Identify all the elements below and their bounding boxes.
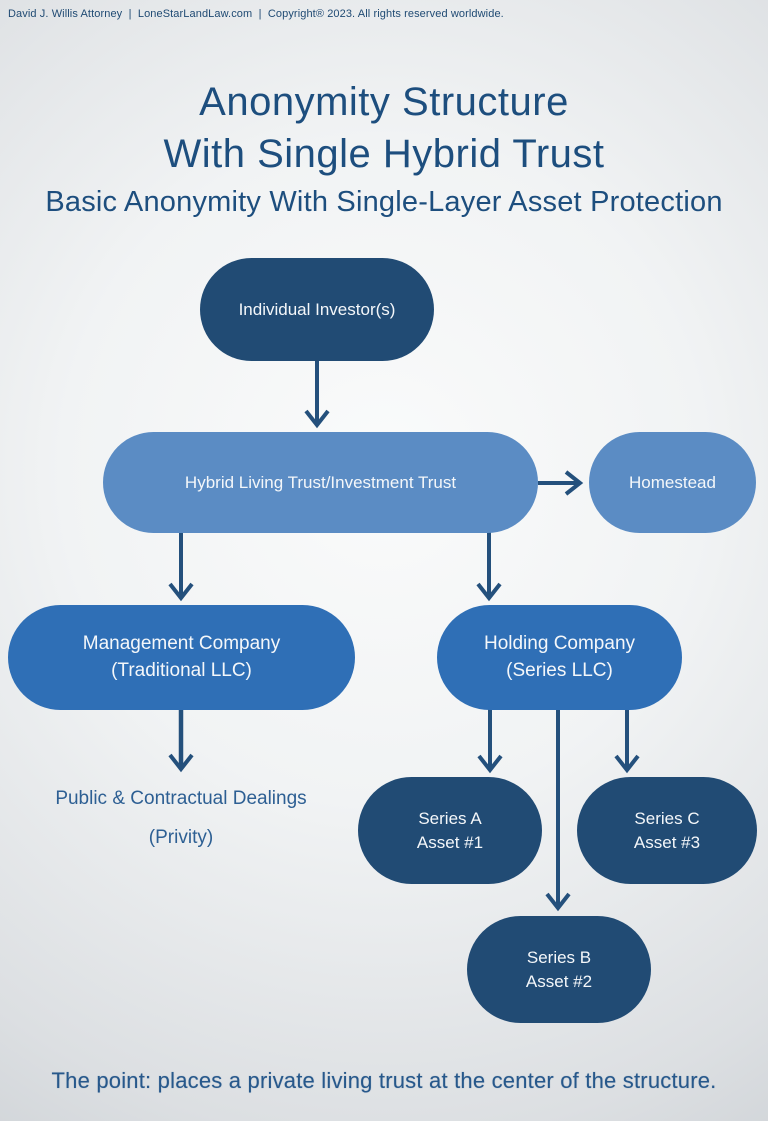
public-dealings-line1: Public & Contractual Dealings — [55, 788, 307, 809]
footer-takeaway: The point: places a private living trust… — [51, 1068, 717, 1093]
public-dealings-line2: (Privity) — [148, 827, 214, 848]
node-management-company-line1: Management Company — [82, 632, 281, 654]
node-hybrid-living-trust: Hybrid Living Trust/Investment Trust — [103, 432, 538, 533]
node-series-b-line2: Asset #2 — [525, 971, 593, 991]
node-series-b-line1: Series B — [526, 947, 592, 967]
title-line-2: With Single Hybrid Trust — [163, 132, 605, 176]
node-homestead-label: Homestead — [629, 472, 716, 492]
node-holding-company: Holding Company (Series LLC) — [437, 605, 682, 710]
copyright-header: David J. Willis Attorney | LoneStarLandL… — [8, 8, 504, 20]
title-line-1: Anonymity Structure — [199, 80, 569, 124]
node-individual-investors-label: Individual Investor(s) — [238, 299, 396, 319]
node-individual-investors: Individual Investor(s) — [200, 258, 434, 361]
page-title: Anonymity Structure With Single Hybrid T… — [0, 76, 768, 180]
page-subtitle: Basic Anonymity With Single-Layer Asset … — [45, 186, 723, 218]
node-series-c: Series C Asset #3 — [577, 777, 757, 884]
node-homestead: Homestead — [589, 432, 756, 533]
node-hybrid-living-trust-label: Hybrid Living Trust/Investment Trust — [184, 472, 457, 492]
public-dealings-annotation: Public & Contractual Dealings (Privity) — [10, 788, 352, 849]
node-series-a-line2: Asset #1 — [416, 832, 484, 852]
node-series-a-line1: Series A — [418, 808, 482, 828]
node-series-b: Series B Asset #2 — [467, 916, 651, 1023]
node-holding-company-line1: Holding Company — [483, 632, 636, 654]
node-holding-company-line2: (Series LLC) — [506, 659, 613, 681]
node-series-c-line2: Asset #3 — [633, 832, 701, 852]
node-series-a: Series A Asset #1 — [358, 777, 542, 884]
node-management-company-line2: (Traditional LLC) — [111, 659, 252, 681]
node-management-company: Management Company (Traditional LLC) — [8, 605, 355, 710]
node-series-c-line1: Series C — [634, 808, 700, 828]
